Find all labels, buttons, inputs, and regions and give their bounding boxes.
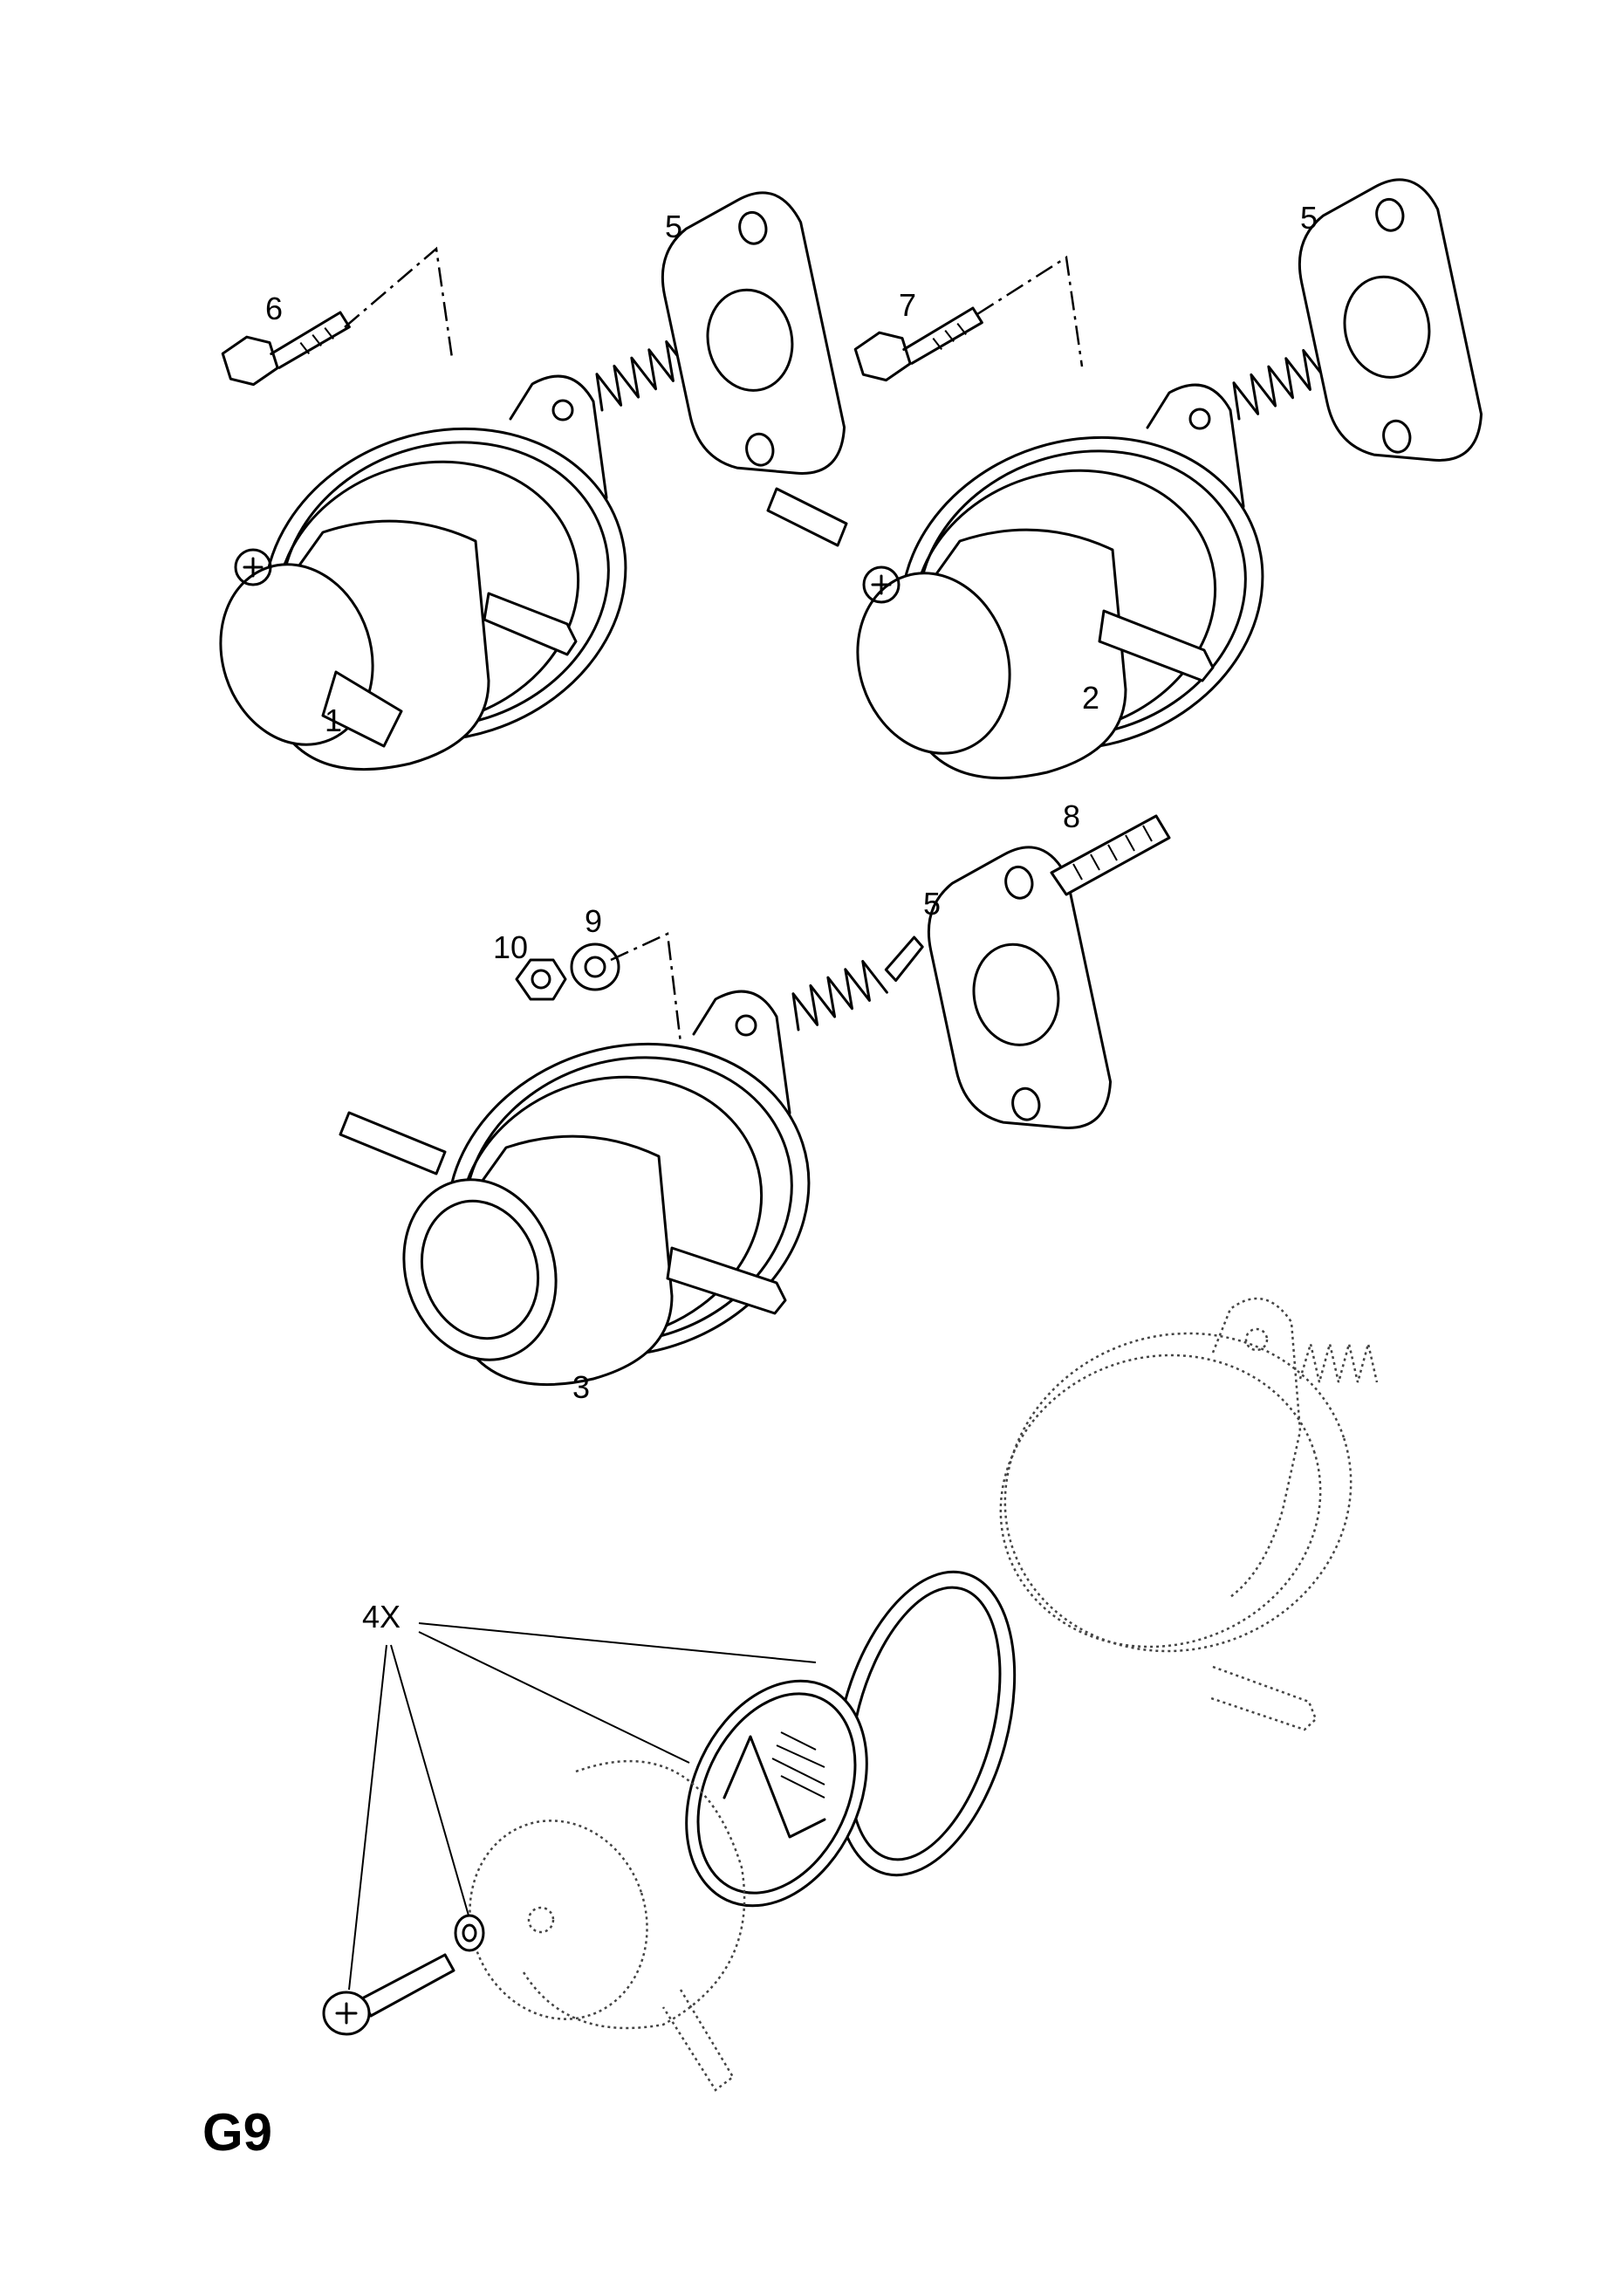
callout-5b: 5: [1300, 200, 1318, 236]
callout-8: 8: [1063, 798, 1080, 834]
stud-8: [1050, 814, 1171, 896]
nut-10: [515, 958, 567, 1001]
callout-1: 1: [325, 703, 342, 738]
washer-9: [570, 942, 620, 991]
fuel-pump-assembly-2: [766, 323, 1376, 797]
callout-5c: 5: [923, 886, 941, 922]
gasket-5c: [912, 838, 1120, 1151]
bolt-7: [850, 305, 990, 386]
fuel-pump-assembly-1: [196, 314, 739, 788]
callout-5a: 5: [665, 209, 682, 244]
leader-bolt-6: [344, 246, 454, 359]
bolt-6: [217, 310, 357, 390]
leader-fastener-9: [610, 932, 682, 1044]
callout-10: 10: [493, 929, 528, 965]
ghost-pump-body: [999, 1297, 1379, 1731]
diagram-code: G9: [202, 2103, 272, 2162]
callout-9: 9: [585, 903, 602, 939]
callout-6: 6: [265, 291, 283, 326]
diaphragm-disc: [685, 1679, 868, 1908]
callout-4x: 4X: [362, 1599, 401, 1635]
leader-bolt-7: [976, 255, 1084, 367]
fuel-pump-assembly-3: [339, 934, 935, 1403]
callout-4x-leaders: [348, 1622, 817, 1991]
callout-7: 7: [899, 287, 916, 323]
callout-2: 2: [1082, 680, 1099, 716]
callout-3: 3: [572, 1369, 590, 1405]
screw-with-washer: [322, 1914, 485, 2036]
